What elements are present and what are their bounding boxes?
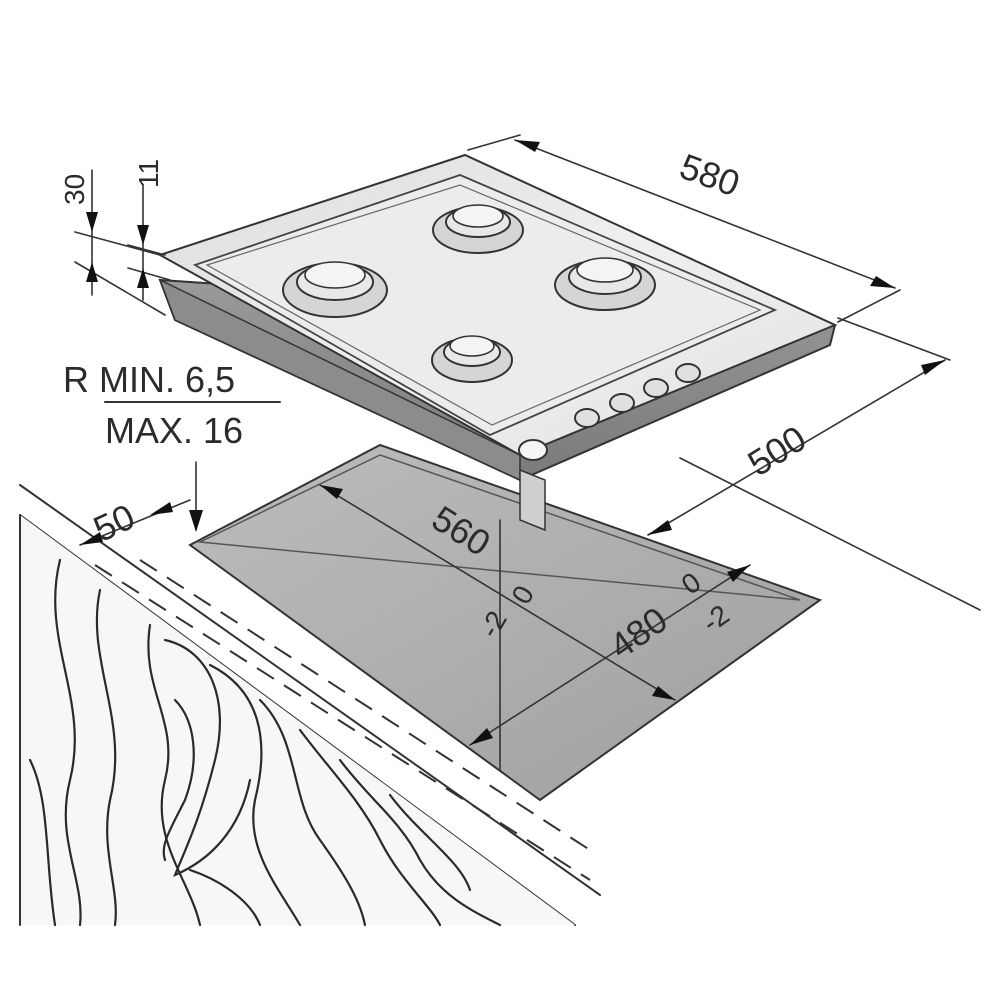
knob [574, 408, 600, 428]
hob-height-label: 30 [59, 174, 90, 205]
hob [157, 153, 838, 532]
radius-max-label: MAX. 16 [105, 410, 243, 451]
knob [609, 393, 635, 413]
cutout [188, 443, 823, 802]
dimension-480 [469, 564, 751, 746]
burner [282, 261, 388, 318]
burner [554, 257, 656, 311]
dimension-50 [79, 499, 191, 546]
hob-width-label: 580 [675, 145, 745, 204]
dimension-11 [127, 184, 171, 301]
wall-line-2 [139, 559, 591, 851]
knob [675, 363, 701, 383]
dimension-560 [319, 484, 676, 701]
dimension-30 [74, 169, 166, 316]
control-knobs [518, 363, 701, 461]
hob-plate-label: 11 [133, 159, 164, 188]
wall-line-1 [94, 564, 591, 881]
dimension-500 [647, 317, 981, 611]
burner [432, 204, 524, 254]
dimension-580 [467, 134, 901, 323]
ignition-button [518, 439, 548, 461]
knob [643, 378, 669, 398]
radius-min-label: R MIN. 6,5 [63, 359, 235, 400]
burner [431, 335, 513, 383]
cabinet-panel [19, 514, 575, 927]
radius-note: R MIN. 6,5 MAX. 16 [63, 359, 281, 532]
